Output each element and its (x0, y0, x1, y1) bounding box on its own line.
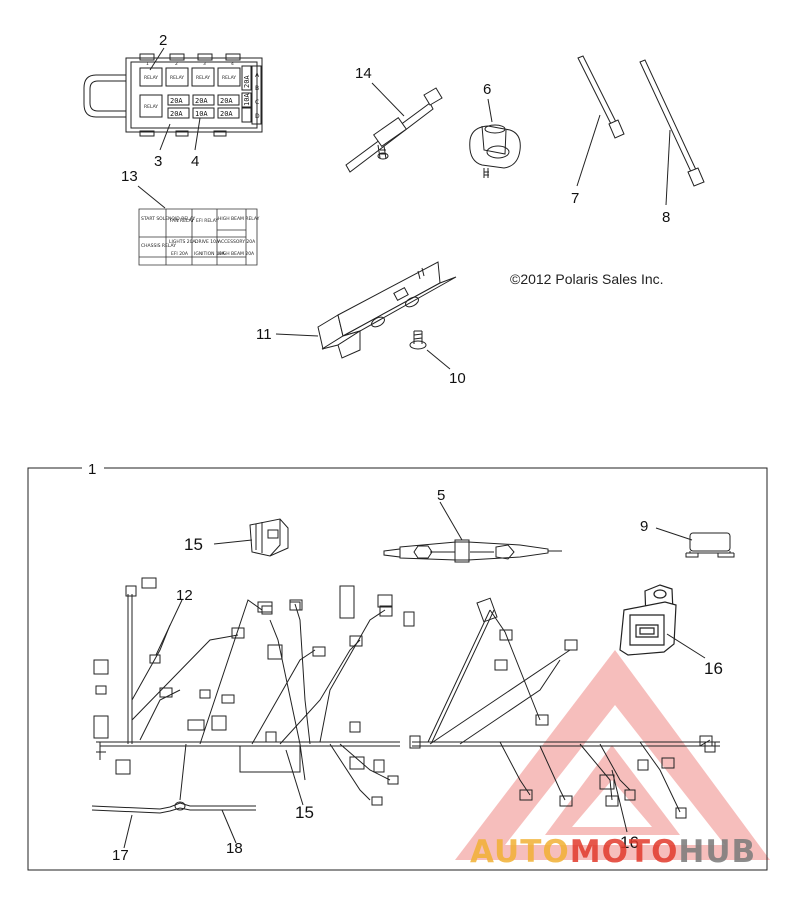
svg-text:AUTOMOTOHUB: AUTOMOTOHUB (470, 834, 756, 870)
mounting-bracket (318, 262, 456, 358)
callout-10: 10 (449, 370, 466, 387)
watermark-auto: AUTO (470, 834, 570, 870)
relay-label-4: RELAY (222, 75, 236, 81)
label-cell-10: EFI 20A (171, 251, 189, 257)
connector-plug (250, 519, 288, 556)
rocker-switch (620, 585, 676, 655)
column-letter-b: B (255, 85, 259, 92)
label-cell-7: DRIVE 10A (195, 239, 220, 245)
connector-clip (470, 125, 521, 178)
label-cell-5: CHASSIS RELAY (141, 243, 176, 249)
harness-frame (28, 468, 767, 870)
relay-label-5: RELAY (144, 104, 158, 110)
fuse-rating-3: 20A (220, 97, 233, 105)
callout-16-top: 16 (704, 659, 723, 678)
cable-tie-long (640, 60, 704, 186)
top-number-2: 2 (175, 61, 178, 67)
fuse-box-labels: RELAY RELAY RELAY RELAY RELAY 20A 20A 20… (144, 61, 260, 120)
ground-wire (92, 802, 256, 813)
main-wire-harness (94, 578, 414, 805)
callout-numbers: 1 2 3 4 13 14 6 7 8 11 10 5 9 15 12 16 1… (88, 32, 723, 864)
callout-9: 9 (640, 518, 648, 535)
callout-7: 7 (571, 190, 579, 207)
fuse-rating-4: 20A (170, 110, 183, 118)
inline-fuse-holder (384, 540, 562, 562)
relay-module (686, 533, 734, 557)
label-cell-1: START SOLENOID RELAY (141, 216, 196, 222)
callout-5: 5 (437, 487, 445, 504)
callout-6: 6 (483, 81, 491, 98)
mounting-screw (410, 331, 426, 349)
cable-tie-short (578, 56, 624, 138)
fuse-rating-2: 20A (195, 97, 208, 105)
relay-label-1: RELAY (144, 75, 158, 81)
callout-15-top: 15 (184, 535, 203, 554)
leader-lines (123, 47, 706, 849)
fuse-box (84, 54, 262, 136)
callout-14: 14 (355, 65, 372, 82)
column-letter-c: C (255, 99, 259, 106)
copyright-notice: ©2012 Polaris Sales Inc. (510, 271, 664, 287)
label-cell-8: ACCESSORY 20A (218, 239, 256, 245)
label-cell-11: IGNITION 10A (194, 251, 226, 257)
callout-4: 4 (191, 153, 199, 170)
column-letter-d: D (255, 113, 260, 120)
callout-2: 2 (159, 32, 167, 49)
fuse-label-text: START SOLENOID RELAY FAN RELAY EFI RELAY… (141, 216, 260, 257)
callout-16-bottom: 16 (620, 833, 639, 852)
fuse-rating-5: 10A (195, 110, 208, 118)
column-letter-a: A (255, 72, 260, 79)
relay-label-3: RELAY (196, 75, 210, 81)
callout-3: 3 (154, 153, 162, 170)
callout-8: 8 (662, 209, 670, 226)
callout-13: 13 (121, 168, 138, 185)
callout-18: 18 (226, 840, 243, 857)
relay-label-2: RELAY (170, 75, 184, 81)
top-number-4: 4 (231, 61, 234, 67)
fuse-label-decal (139, 209, 257, 265)
rear-wire-harness (410, 598, 720, 818)
fuse-rating-1: 20A (170, 97, 183, 105)
callout-12: 12 (176, 587, 193, 604)
callout-15-bottom: 15 (295, 803, 314, 822)
fuse-rating-6: 20A (220, 110, 233, 118)
label-cell-3: EFI RELAY (196, 218, 218, 224)
label-cell-12: HIGH BEAM 20A (218, 251, 255, 257)
watermark-text: AUTOMOTOHUB (470, 834, 756, 870)
watermark-logo (455, 650, 770, 860)
watermark-hub: HUB (678, 834, 756, 870)
cable-tie-mount (346, 88, 442, 172)
callout-11: 11 (256, 326, 272, 343)
top-number-3: 3 (203, 61, 206, 67)
fuse-rating-vertical-2: 10A (243, 93, 251, 106)
label-cell-4: HIGH BEAM RELAY (218, 216, 260, 222)
label-cell-6: LIGHTS 20A (169, 239, 196, 245)
watermark-moto: MOTO (570, 834, 679, 870)
fuse-rating-vertical-1: 20A (243, 75, 251, 88)
label-cell-2: FAN RELAY (170, 218, 194, 224)
top-number-1: 1 (146, 61, 149, 67)
callout-1: 1 (88, 461, 96, 478)
callout-17: 17 (112, 847, 129, 864)
